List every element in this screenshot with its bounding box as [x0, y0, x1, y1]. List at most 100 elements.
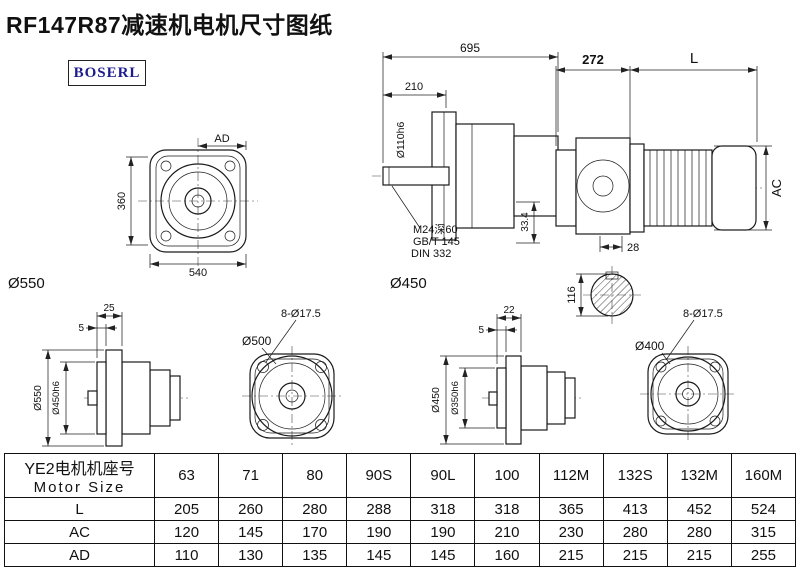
motor-size-header: YE2电机机座号 Motor Size — [4, 453, 155, 498]
flange-d-holes-label: 8-Ø17.5 — [683, 308, 723, 320]
dim-22-label: 22 — [503, 305, 515, 316]
dim-cell: 190 — [346, 520, 412, 544]
side-extension-lines — [382, 52, 559, 244]
flange-d-bolt-hole — [709, 415, 721, 427]
dim-d450c-label: Ø450 — [430, 387, 442, 413]
dim-cell: 318 — [410, 497, 476, 521]
flange-b-bolt-hole — [257, 361, 269, 373]
size-col-header: 71 — [218, 453, 284, 498]
gear-housing-circle — [576, 159, 630, 213]
dim-5c-label: 5 — [478, 325, 484, 336]
front-d550-label: Ø550 — [8, 275, 45, 292]
flange-b-holes-label: 8-Ø17.5 — [281, 308, 321, 320]
size-col-header: 63 — [153, 453, 220, 498]
dim-cell: 318 — [474, 497, 540, 521]
output-shaft-section — [590, 273, 634, 317]
dim-5a-label: 5 — [78, 323, 84, 334]
front-rim-circle — [160, 163, 236, 239]
size-col-header: 80 — [282, 453, 348, 498]
view-front: AD 360 540 Ø550 — [8, 133, 258, 292]
flange-b-outline — [249, 353, 335, 439]
dim-cell: 190 — [410, 520, 476, 544]
dim-row-label: AC — [4, 520, 155, 544]
dim-540-label: 540 — [189, 267, 207, 279]
flange-d-inner — [652, 358, 724, 430]
shaft-diameter-label: Ø110h6 — [395, 122, 407, 159]
flange-d-d400-label: Ø400 — [635, 339, 665, 353]
side-body2 — [513, 135, 559, 217]
thread-note: M24深60 — [413, 223, 458, 236]
dim-d450h6-label: Ø450h6 — [51, 381, 62, 415]
page-title: RF147R87减速机电机尺寸图纸 — [6, 12, 333, 38]
dim-cell: 210 — [474, 520, 540, 544]
dim-334-label: 33.4 — [520, 212, 531, 232]
side-d450-label: Ø450 — [390, 275, 427, 292]
flange-b-rim — [251, 355, 333, 437]
flange-b-centerlines — [242, 346, 342, 446]
flange-c-spigot — [496, 367, 507, 429]
front-flange-inner — [155, 155, 241, 247]
dim-cell: 120 — [153, 520, 220, 544]
dim-cell: 315 — [730, 520, 797, 544]
view-flange-a: 25 5 Ø550 Ø450h6 — [32, 303, 188, 447]
flange-a-plate — [105, 349, 123, 447]
dim-cell: 160 — [474, 543, 540, 567]
motor-flange — [629, 143, 645, 233]
flange-b-bolt-hole — [315, 419, 327, 431]
flange-c-extension-lines — [440, 314, 522, 445]
brand-logo: BOSERL — [68, 60, 146, 86]
flange-d-bolt-hole — [655, 415, 667, 427]
size-col-header: 132S — [602, 453, 668, 498]
flange-b-leaders — [261, 319, 297, 365]
technical-drawing: AD 360 540 Ø550 695 210 Ø110h6 M24深60 GB… — [8, 41, 784, 447]
dim-cell: 280 — [282, 497, 348, 521]
side-body — [455, 123, 515, 229]
dim-d550a-label: Ø550 — [32, 385, 44, 411]
flange-d-centerlines — [640, 346, 736, 442]
front-flange-outline — [149, 149, 247, 253]
dim-row-label: L — [4, 497, 155, 521]
size-col-header: 112M — [538, 453, 604, 498]
size-col-header: 90S — [346, 453, 412, 498]
view-motor: 272 L AC 28 116 — [555, 50, 784, 324]
front-extension-lines — [126, 141, 247, 268]
dim-cell: 215 — [666, 543, 732, 567]
view-side: 695 210 Ø110h6 M24深60 GB/T 145 DIN 332 3… — [372, 41, 572, 292]
brand-logo-text: BOSERL — [73, 64, 141, 81]
flange-d-recess — [657, 363, 719, 425]
size-col-header: 160M — [730, 453, 797, 498]
dim-272-label: 272 — [582, 52, 604, 67]
flange-c-body2 — [546, 371, 566, 425]
dim-cell: 135 — [282, 543, 348, 567]
dim-210-label: 210 — [405, 81, 423, 93]
front-shaft-circle — [184, 187, 212, 215]
table-header-row: YE2电机机座号 Motor Size 63 71 80 90S 90L 100… — [4, 453, 797, 498]
front-hub-circle — [168, 171, 228, 231]
dim-d350h6-label: Ø350h6 — [450, 381, 461, 415]
flange-d-bore — [682, 388, 694, 400]
flange-d-leaders — [661, 319, 695, 365]
view-flange-d: Ø400 8-Ø17.5 — [635, 308, 736, 442]
motor-size-header-cn: YE2电机机座号 — [24, 461, 135, 478]
dim-cell: 230 — [538, 520, 604, 544]
dim-cell: 260 — [218, 497, 284, 521]
view-flange-c: 22 5 Ø450 Ø350h6 — [430, 305, 584, 445]
dim-ac-label: AC — [769, 179, 784, 197]
flange-b-inner — [254, 358, 330, 434]
front-bolt-hole — [224, 230, 236, 242]
dim-cell: 255 — [730, 543, 797, 567]
dim-cell: 145 — [410, 543, 476, 567]
size-col-header: 132M — [666, 453, 732, 498]
flange-a-body1 — [121, 361, 151, 435]
table-row-AC: AC 120 145 170 190 190 210 230 280 280 3… — [4, 520, 797, 544]
dim-L-label: L — [690, 50, 698, 67]
dim-cell: 524 — [730, 497, 797, 521]
motor-size-header-en: Motor Size — [33, 479, 126, 496]
flange-a-extension-lines — [42, 312, 123, 447]
flange-d-bolt-hole — [655, 361, 667, 373]
dim-116-label: 116 — [566, 286, 578, 304]
dim-25-label: 25 — [103, 303, 115, 314]
dim-cell: 288 — [346, 497, 412, 521]
dim-cell: 365 — [538, 497, 604, 521]
size-col-header: 100 — [474, 453, 540, 498]
